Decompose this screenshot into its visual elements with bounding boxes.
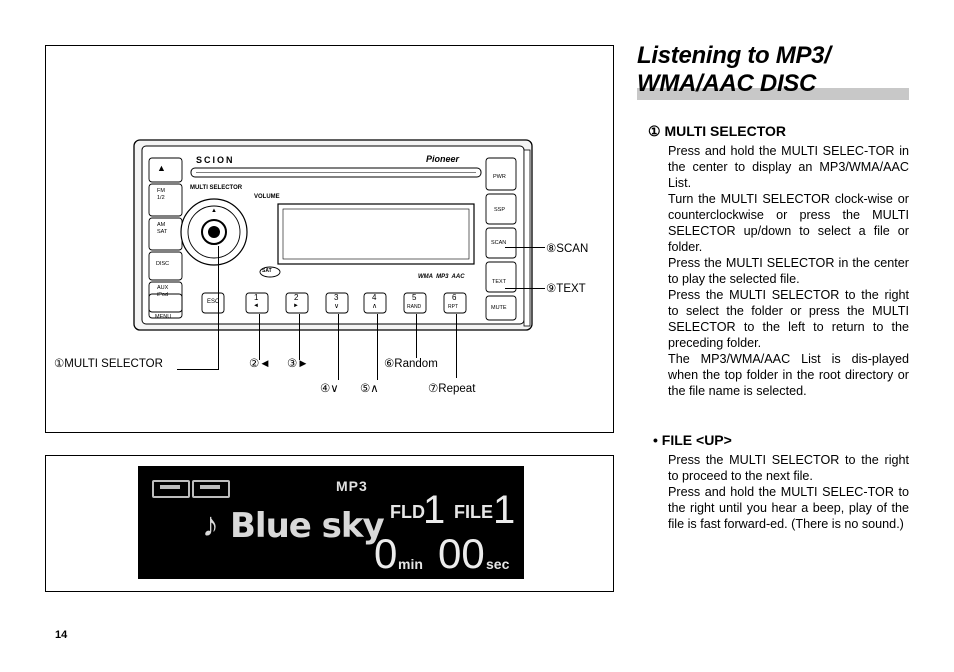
leader-repeat <box>456 314 457 378</box>
preset-1-sub: ◄ <box>253 303 259 309</box>
preset-6-sub: RPT <box>448 304 458 310</box>
leader-text <box>505 288 545 289</box>
page-number: 14 <box>55 629 68 641</box>
paragraph: Press the MULTI SELECTOR to the right to… <box>668 288 909 350</box>
esc-button[interactable]: ESC <box>207 299 220 305</box>
callout-up: ⑤∧ <box>360 383 379 395</box>
source-indicator: MP3 <box>336 478 368 494</box>
brand-right: Pioneer <box>426 154 460 164</box>
file-number: 1 <box>493 488 516 532</box>
file-label: FILE <box>454 502 493 522</box>
preset-6[interactable]: 6 <box>452 293 457 302</box>
callout-scan: ⑧SCAN <box>546 243 589 255</box>
paragraph: Press the MULTI SELECTOR to the right to… <box>668 453 909 483</box>
paragraph: Turn the MULTI SELECTOR clock-wise or co… <box>668 192 909 254</box>
eject-button[interactable]: ▲ <box>157 163 166 173</box>
leader-multi-v <box>218 246 219 370</box>
preset-5-sub: RAND <box>407 304 422 310</box>
text-button[interactable]: TEXT <box>492 279 507 285</box>
paragraph: Press the MULTI SELECTOR in the center t… <box>668 256 909 286</box>
preset-3[interactable]: 3 <box>334 293 339 302</box>
section-heading-file-up: • FILE <UP> <box>653 432 732 448</box>
section-body-file-up: Press the MULTI SELECTOR to the right to… <box>668 452 909 532</box>
section-heading-multi-selector: ① MULTI SELECTOR <box>648 123 787 139</box>
aux-ipod-button[interactable]: AUX iPod <box>157 285 169 298</box>
head-unit-illustration: ▲ <box>133 139 533 331</box>
format-label: WMA MP3 AAC <box>418 274 465 280</box>
disc-indicator-icon <box>152 478 232 498</box>
section-body-multi-selector: Press and hold the MULTI SELEC-TOR in th… <box>668 143 909 399</box>
page-title-line1: Listening to MP3/ <box>637 42 831 69</box>
seconds-unit: sec <box>486 556 510 572</box>
head-unit-figure: ▲ SCION Pioneer MULTI SELECTOR VOLUME WM… <box>45 45 614 433</box>
am-sat-button[interactable]: AM SAT <box>157 222 168 235</box>
seconds-value: 00 <box>438 530 485 577</box>
folder-number: 1 <box>423 488 446 532</box>
multi-label: MULTI SELECTOR <box>190 185 243 191</box>
page-title-line2: WMA/AAC DISC <box>637 70 817 97</box>
callout-random: ⑥Random <box>384 358 438 370</box>
preset-4-sub: ∧ <box>372 303 378 310</box>
right-button-column <box>485 157 517 321</box>
ssp-button[interactable]: SSP <box>494 207 506 213</box>
sat-label: SAT <box>262 268 272 274</box>
disc-button[interactable]: DISC <box>156 261 170 267</box>
callout-prev: ②◄ <box>249 358 271 370</box>
page-title: Listening to MP3/ WMA/AAC DISC <box>637 42 909 98</box>
callout-repeat: ⑦Repeat <box>428 383 476 395</box>
scan-button[interactable]: SCAN <box>491 240 507 246</box>
music-note-icon: ♪ <box>202 506 219 544</box>
preset-5[interactable]: 5 <box>412 293 417 302</box>
track-title: Blue sky <box>230 506 385 546</box>
svg-text:▲: ▲ <box>211 208 217 214</box>
callout-next: ③► <box>287 358 309 370</box>
preset-2-sub: ► <box>293 303 299 309</box>
minutes-value: 0 <box>374 530 398 577</box>
preset-1[interactable]: 1 <box>254 293 259 302</box>
callout-text: ⑨TEXT <box>546 283 586 295</box>
leader-down <box>338 314 339 380</box>
leader-prev <box>259 314 260 360</box>
preset-3-sub: ∨ <box>334 303 340 310</box>
brand-left: SCION <box>196 155 235 165</box>
preset-2[interactable]: 2 <box>294 293 299 302</box>
minutes-unit: min <box>398 556 423 572</box>
mute-button[interactable]: MUTE <box>491 305 507 311</box>
callout-down: ④∨ <box>320 383 339 395</box>
leader-next <box>299 314 300 360</box>
leader-scan <box>505 247 545 248</box>
leader-up <box>377 314 378 380</box>
display-figure: MP3 FLD 1 FILE 1 ♪ Blue sky 0 min 00 sec <box>45 455 614 592</box>
preset-4[interactable]: 4 <box>372 293 377 302</box>
pwr-button[interactable]: PWR <box>493 174 506 180</box>
menu-button[interactable]: MENU <box>155 314 172 320</box>
fm-button[interactable]: FM 1/2 <box>157 188 165 201</box>
left-button-column <box>148 157 183 319</box>
paragraph: Press and hold the MULTI SELEC-TOR in th… <box>668 144 909 190</box>
lcd-display: MP3 FLD 1 FILE 1 ♪ Blue sky 0 min 00 sec <box>138 466 524 579</box>
paragraph: The MP3/WMA/AAC List is dis-played when … <box>668 352 909 398</box>
volume-label: VOLUME <box>254 194 280 200</box>
folder-label: FLD <box>390 502 425 522</box>
leader-random <box>416 314 417 358</box>
callout-multi-selector: ①MULTI SELECTOR <box>54 358 163 370</box>
paragraph: Press and hold the MULTI SELEC-TOR to th… <box>668 485 909 531</box>
leader-multi-h <box>177 369 219 370</box>
